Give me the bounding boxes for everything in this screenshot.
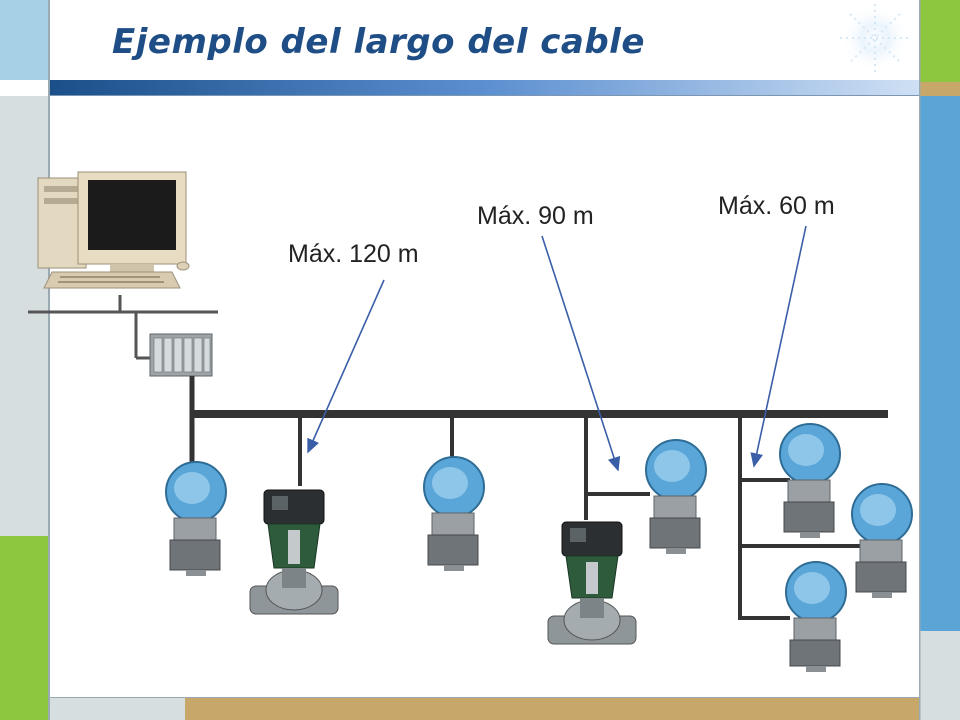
header-decor <box>50 0 919 96</box>
controller-rack <box>149 333 213 377</box>
transmitter-2 <box>423 456 485 571</box>
control-valve-1 <box>249 489 339 615</box>
arrow-max-120 <box>307 279 385 454</box>
label-max-90: Máx. 90 m <box>477 202 594 230</box>
slide-title: Ejemplo del largo del cable <box>112 22 645 62</box>
transmitter-4 <box>779 423 841 538</box>
upper-network-link <box>28 295 218 360</box>
transmitter-1 <box>165 461 227 576</box>
right-decor-column <box>919 0 960 720</box>
computer-workstation <box>37 171 190 289</box>
label-max-60: Máx. 60 m <box>718 192 835 220</box>
footer-decor <box>50 697 919 720</box>
left-decor-column <box>0 0 50 720</box>
arrow-max-90 <box>541 235 621 472</box>
transmitter-3 <box>645 439 707 554</box>
label-max-120: Máx. 120 m <box>288 240 419 268</box>
arrow-max-60 <box>750 225 807 468</box>
transmitter-5 <box>851 483 913 598</box>
annotation-arrows <box>307 225 807 472</box>
transmitter-6 <box>785 561 847 672</box>
control-valve-2 <box>547 521 637 645</box>
